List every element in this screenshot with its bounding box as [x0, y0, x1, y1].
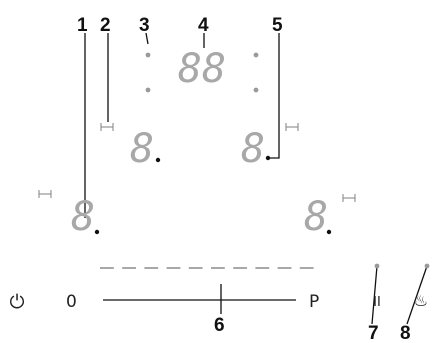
leader-line-8	[406, 265, 428, 325]
callout-2: 2	[100, 15, 111, 36]
timer-display-digits: 88	[178, 46, 226, 92]
timer-icon	[342, 194, 356, 202]
timer-icon	[285, 123, 299, 131]
callout-7: 7	[368, 323, 379, 343]
timer-icon	[100, 123, 114, 131]
power-icon[interactable]: ⏻	[9, 291, 24, 313]
leader-line-5	[268, 33, 280, 159]
callout-3: 3	[139, 15, 150, 36]
callout-6: 6	[214, 315, 225, 336]
decimal-point-lower-right	[326, 229, 332, 235]
timer-indicator-dot-lower-right	[253, 87, 259, 93]
pause-indicator-dot	[374, 263, 380, 269]
pause-icon[interactable]: II	[373, 295, 381, 310]
callout-4: 4	[198, 15, 209, 36]
keep-warm-indicator-dot	[424, 263, 430, 269]
zone-display-upper-left: 8	[130, 126, 154, 172]
slider-min-label: 0	[66, 292, 77, 312]
decimal-point-lower-left	[94, 229, 100, 235]
timer-indicator-dot-lower-left	[145, 87, 151, 93]
timer-indicator-dot-upper-right	[253, 52, 259, 58]
keep-warm-icon[interactable]: ♨	[414, 291, 428, 310]
callout-1: 1	[77, 15, 88, 36]
timer-indicator-dot-upper-left	[145, 52, 151, 58]
zone-display-lower-right: 8	[304, 194, 328, 240]
leader-line-7	[371, 265, 378, 325]
callout-8: 8	[400, 323, 411, 343]
callout-5: 5	[272, 15, 283, 36]
leader-line-3	[145, 32, 149, 45]
decimal-point-upper-right	[265, 155, 271, 161]
decimal-point-upper-left	[155, 157, 161, 163]
zone-display-upper-right: 8	[241, 126, 265, 172]
timer-icon	[38, 190, 52, 198]
zone-display-lower-left: 8	[71, 194, 95, 240]
slider-max-label: P	[309, 292, 319, 312]
